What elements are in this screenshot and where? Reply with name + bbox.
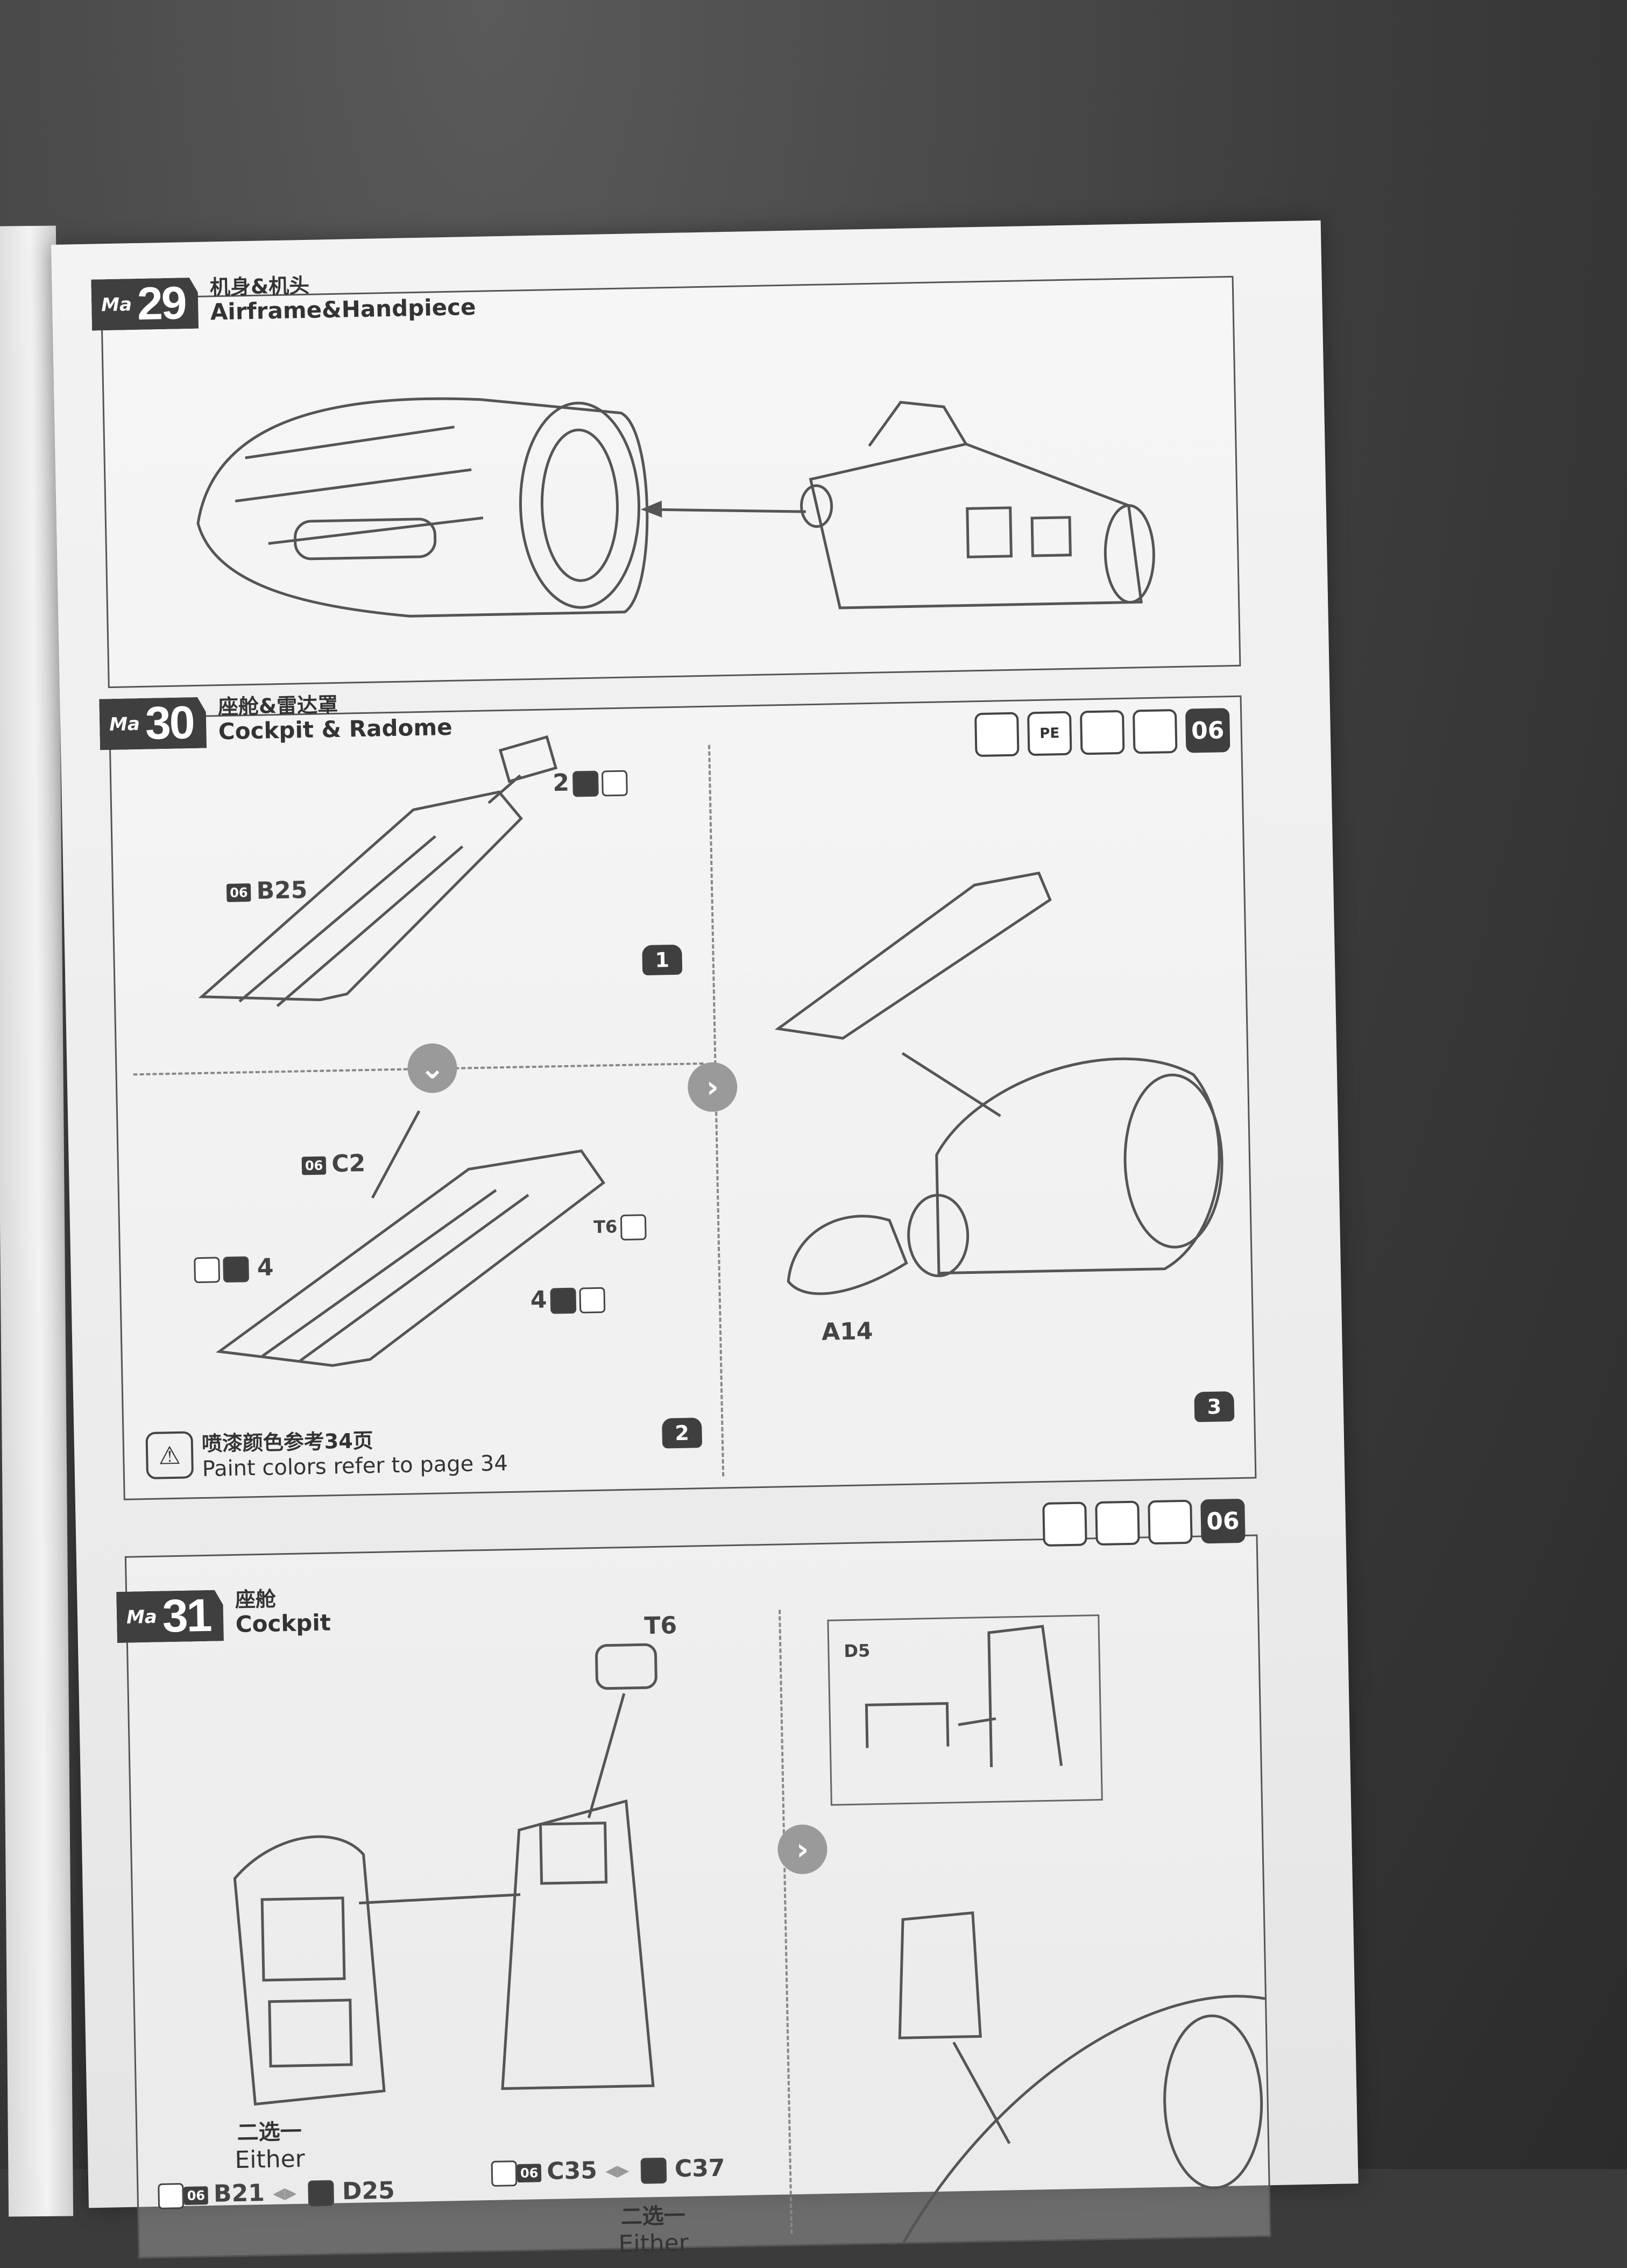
part-id: B21 bbox=[213, 2179, 265, 2208]
swap-arrows-icon: ◂▸ bbox=[272, 2178, 306, 2207]
paint-note: ⚠ 喷漆颜色参考34页 Paint colors refer to page 3… bbox=[145, 1421, 508, 1483]
part-id: C37 bbox=[674, 2154, 725, 2183]
airframe-drawing bbox=[196, 397, 1155, 618]
sprue-tag: 06 bbox=[517, 2164, 542, 2183]
step-31-panel: Ma 31 座舱 Cockpit 06 › T6 D5 bbox=[125, 1498, 1271, 2259]
cockpit-drawings bbox=[198, 735, 1223, 1367]
either-zh: 二选一 bbox=[620, 2203, 686, 2230]
instruction-page: Ma 29 机身&机头 Airframe&Handpiece bbox=[51, 220, 1359, 2259]
part-id: C35 bbox=[546, 2157, 598, 2185]
either-en: Either bbox=[618, 2229, 689, 2258]
paint-warning-icon: ⚠ bbox=[145, 1430, 194, 1479]
either-note-right: 二选一 Either bbox=[618, 2198, 689, 2258]
substep-3-badge: 3 bbox=[1194, 1391, 1235, 1422]
either-zh: 二选一 bbox=[237, 2119, 302, 2146]
substep-1-badge: 1 bbox=[642, 944, 683, 976]
substep-2-badge: 2 bbox=[662, 1418, 703, 1449]
step-30-panel: Ma 30 座舱&雷达罩 Cockpit & Radome PE 06 ⌄ › … bbox=[109, 693, 1257, 1500]
step-29-panel: Ma 29 机身&机头 Airframe&Handpiece bbox=[101, 274, 1241, 689]
either-en: Either bbox=[234, 2145, 306, 2174]
either-note-left: 二选一 Either bbox=[234, 2114, 305, 2174]
part-id: D25 bbox=[342, 2177, 395, 2206]
sprue-tag: 06 bbox=[183, 2186, 209, 2205]
bear-face-icon bbox=[640, 2157, 667, 2184]
bear-brown-icon bbox=[308, 2180, 335, 2207]
swap-arrows-icon: ◂▸ bbox=[605, 2156, 638, 2184]
bear-cup-icon bbox=[491, 2160, 518, 2187]
bear-cup-icon bbox=[158, 2182, 185, 2209]
